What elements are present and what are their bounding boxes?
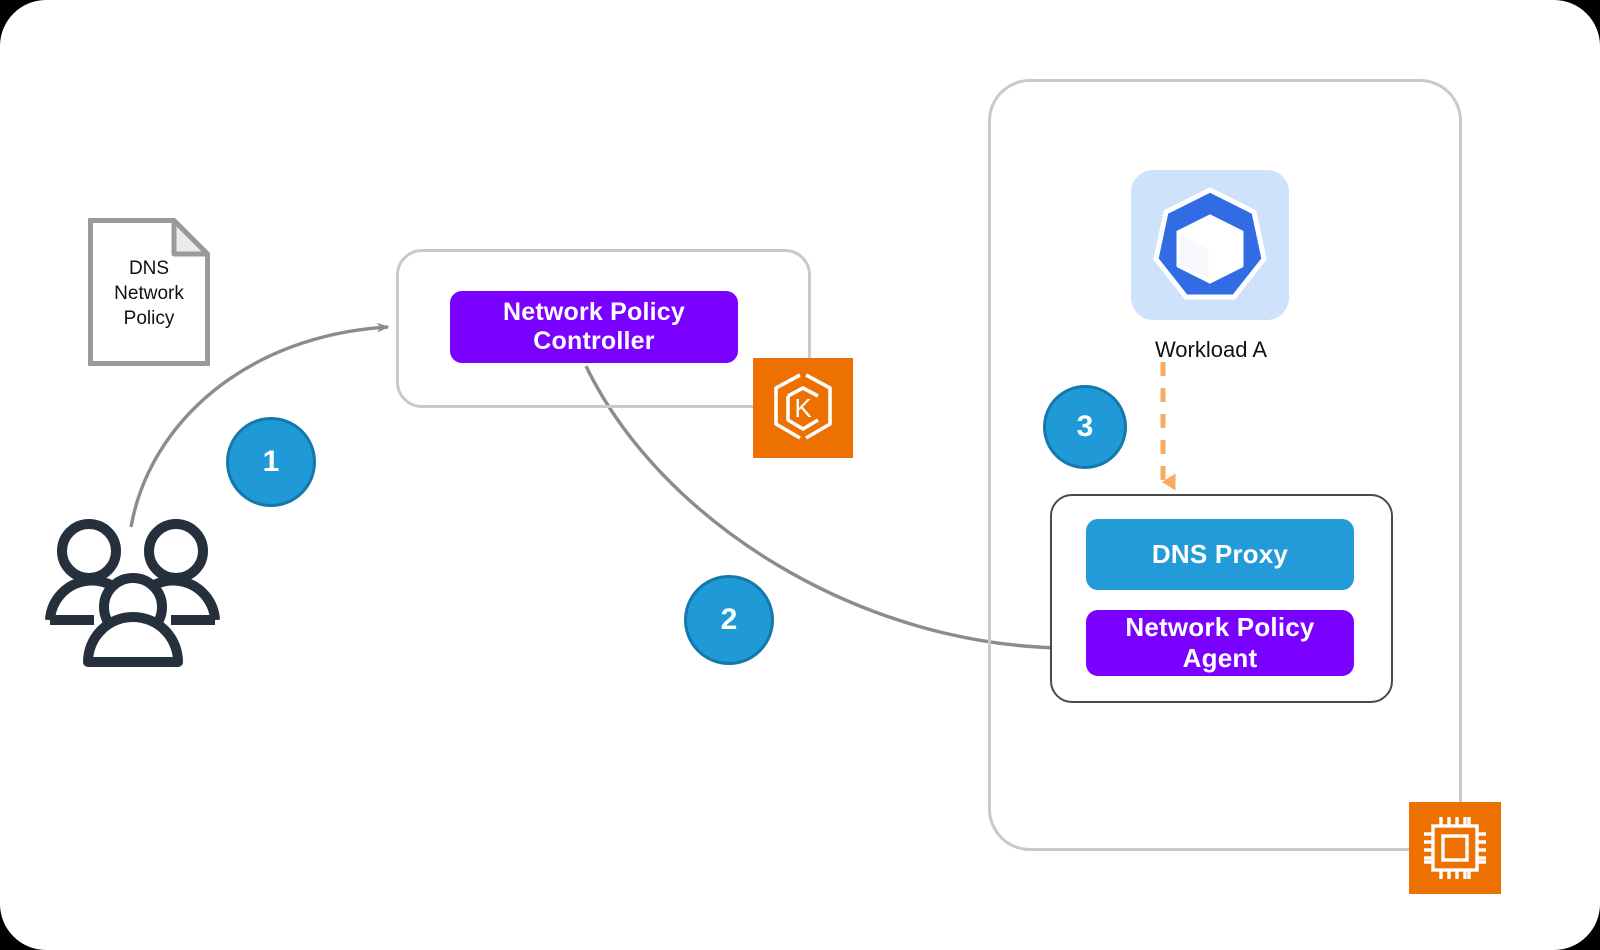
- amazon-ec2-icon: [1409, 802, 1501, 894]
- step-badge-2: 2: [684, 575, 774, 665]
- step-badge-2-number: 2: [720, 603, 738, 636]
- worker-node-frame: [988, 79, 1462, 851]
- step-badge-1-number: 1: [262, 445, 280, 478]
- step-badge-1: 1: [226, 417, 316, 507]
- document-line-2: Network: [114, 283, 184, 305]
- network-policy-agent-label: Network Policy Agent: [1125, 612, 1315, 673]
- network-policy-agent-box[interactable]: Network Policy Agent: [1086, 610, 1354, 676]
- people-icon: [45, 519, 220, 667]
- amazon-eks-icon: K: [753, 358, 853, 458]
- step-badge-3-number: 3: [1076, 410, 1094, 443]
- dns-proxy-label: DNS Proxy: [1151, 539, 1289, 570]
- document-line-1: DNS: [128, 258, 170, 279]
- controller-to-agent-arrow: [584, 365, 1072, 653]
- controller-label-line-1: Network Policy: [502, 297, 686, 326]
- controller-label-line-2: Controller: [533, 327, 655, 355]
- kubernetes-pod-icon: [1131, 170, 1289, 320]
- step-badge-3: 3: [1043, 385, 1127, 469]
- document-text-block: DNS Network Policy: [88, 256, 210, 331]
- network-policy-controller-box[interactable]: Network Policy Controller: [450, 291, 738, 363]
- document-line-3: Policy: [123, 308, 175, 330]
- kubernetes-glyph: [1153, 187, 1267, 300]
- processor-chip-glyph: [1424, 817, 1486, 879]
- eks-cluster-frame: [396, 249, 811, 408]
- users-to-controller-arrow: [129, 322, 390, 528]
- users-group-icon: [44, 510, 224, 670]
- dns-network-policy-document: DNS Network Policy: [88, 218, 210, 366]
- dns-proxy-box[interactable]: DNS Proxy: [1086, 519, 1354, 590]
- eks-letter: K: [794, 393, 812, 423]
- eks-hexagon-glyph: K: [774, 373, 832, 440]
- workload-label: Workload A: [1154, 337, 1268, 362]
- document-icon: [88, 218, 210, 366]
